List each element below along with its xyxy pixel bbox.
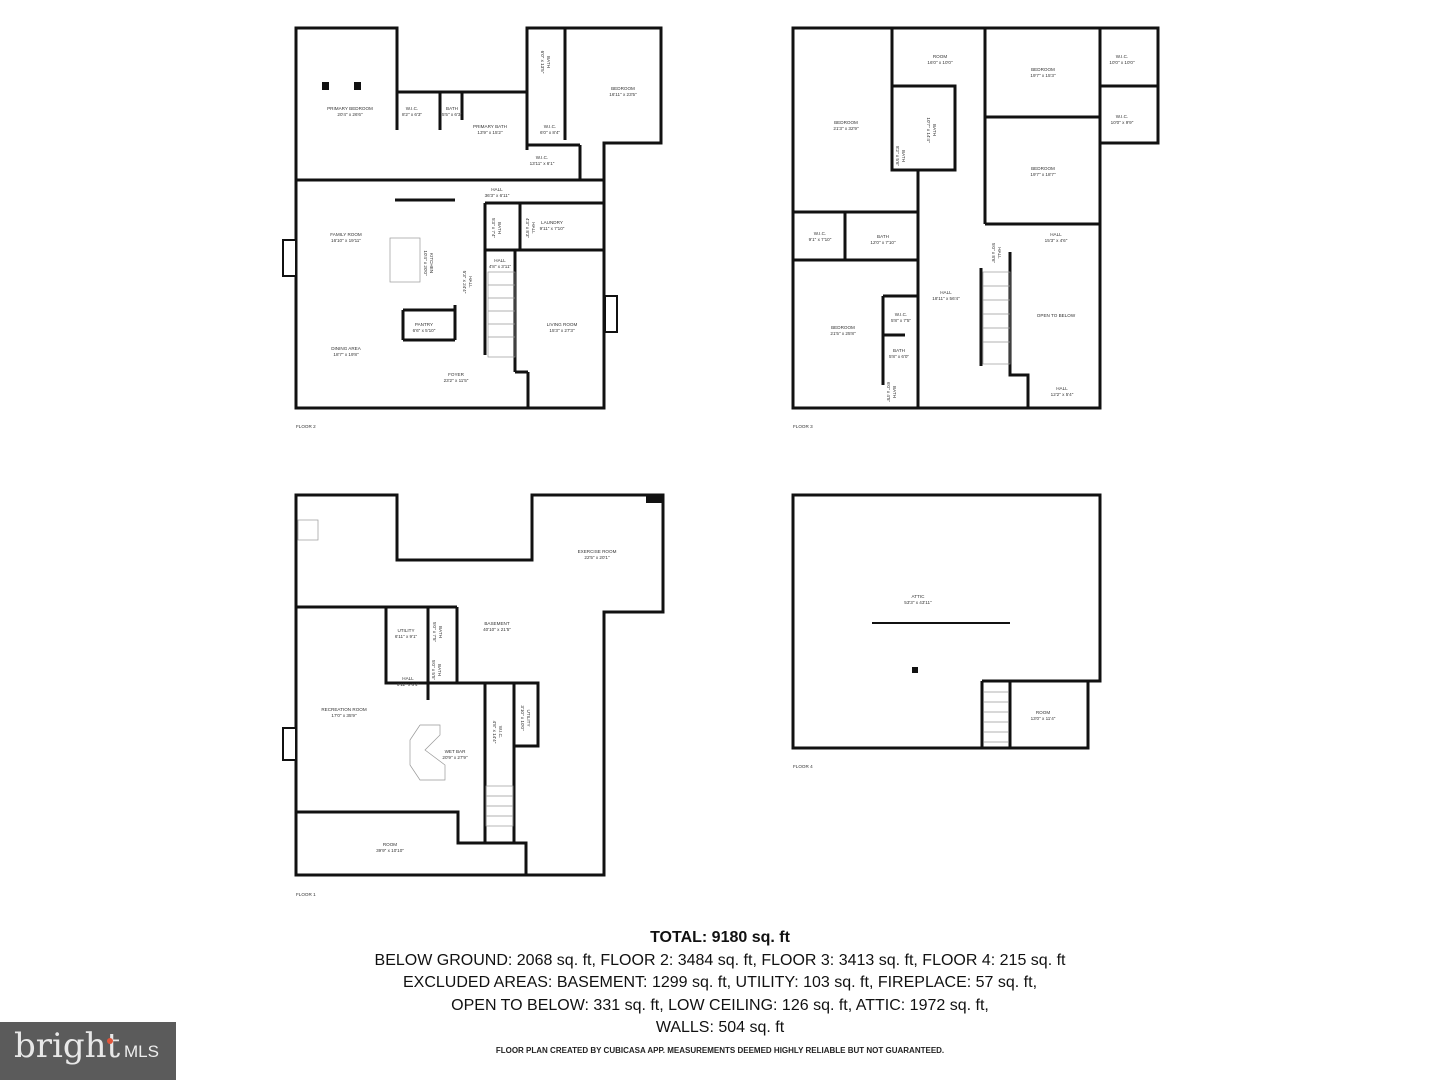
floor-3-stairs xyxy=(982,271,1011,365)
room-label: W.I.C.5'8" x 7'5" xyxy=(890,312,912,323)
summary-line: OPEN TO BELOW: 331 sq. ft, LOW CEILING: … xyxy=(451,996,989,1014)
floor-4-walls xyxy=(791,493,1102,750)
room-label: W.I.C.8'2" x 6'3" xyxy=(401,106,423,117)
room-label: W.I.C.13'11" x 6'1" xyxy=(529,155,555,166)
floor-label: FLOOR 2 xyxy=(296,424,316,429)
floor-2-stairs xyxy=(389,237,516,358)
area-summary: TOTAL: 9180 sq. ft BELOW GROUND: 2068 sq… xyxy=(0,927,1440,1040)
summary-line: EXCLUDED AREAS: BASEMENT: 1299 sq. ft, U… xyxy=(402,974,1038,991)
summary-line: BELOW GROUND: 2068 sq. ft, FLOOR 2: 3484… xyxy=(374,951,1066,969)
total-area: TOTAL: 9180 sq. ft xyxy=(650,929,790,946)
floor-3-walls xyxy=(791,26,1160,410)
room-label: W.I.C.4'8" x 14'4" xyxy=(492,720,503,744)
floor-1-stairs-bar xyxy=(297,519,514,827)
room-label: W.I.C.9'1" x 7'10" xyxy=(808,231,832,242)
room-label: W.I.C.10'0" x 10'0" xyxy=(1109,54,1135,65)
disclaimer: FLOOR PLAN CREATED BY CUBICASA APP. MEAS… xyxy=(495,1046,945,1055)
floor-label: FLOOR 4 xyxy=(793,764,813,769)
floor-label: FLOOR 1 xyxy=(296,892,316,897)
summary-line: WALLS: 504 sq. ft xyxy=(655,1019,785,1036)
room-label: W.I.C.10'0" x 9'9" xyxy=(1110,114,1134,125)
room-label: OPEN TO BELOW xyxy=(1036,313,1076,318)
room-label: W.I.C.6'0" x 8'4" xyxy=(539,124,561,135)
floor-4-stairs xyxy=(984,691,1008,743)
floor-label: FLOOR 3 xyxy=(793,424,813,429)
